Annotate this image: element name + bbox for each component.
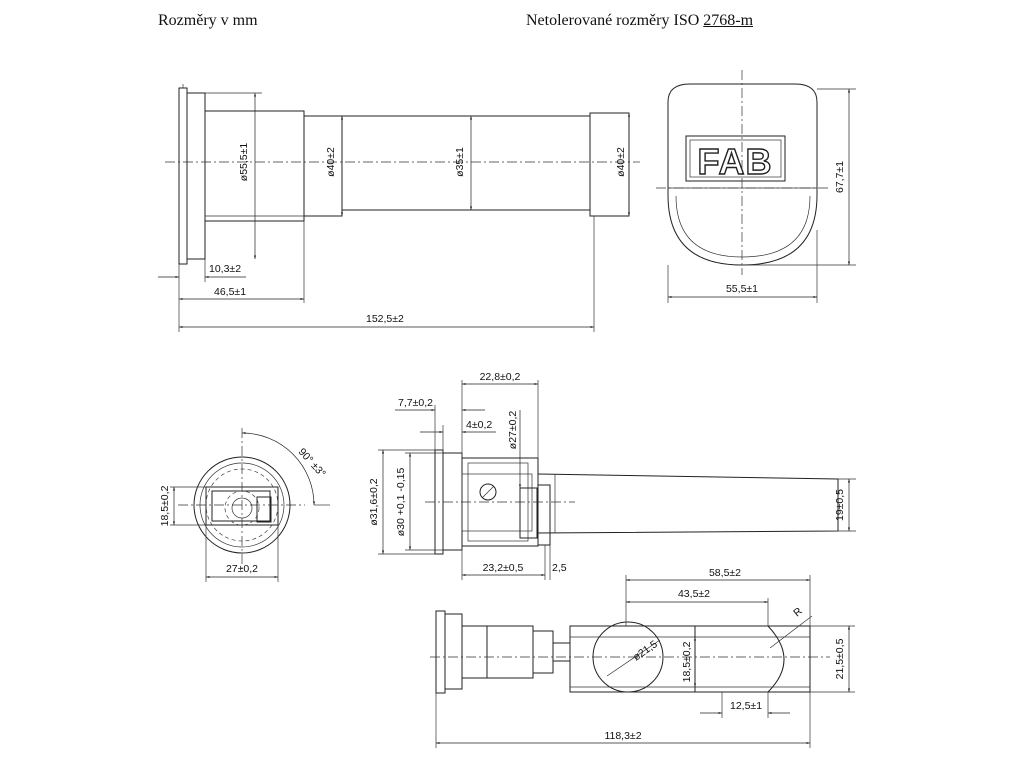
front-outline bbox=[667, 83, 818, 266]
dim-head-len: 46,5±1 bbox=[214, 286, 246, 298]
dim-tip: 12,5±1 bbox=[730, 700, 762, 712]
dim-shank-dia: ø35±1 bbox=[454, 147, 466, 177]
dim-body-dia: ø40±2 bbox=[325, 147, 337, 177]
dim-body-dia: ø30 +0,1 -0,15 bbox=[395, 468, 407, 537]
dim-flange-thk: 10,3±2 bbox=[209, 263, 241, 275]
logo-frame bbox=[685, 135, 786, 182]
dim-flange-len: 7,7±0,2 bbox=[398, 397, 433, 409]
dim-front-width: 55,5±1 bbox=[726, 283, 758, 295]
head-body bbox=[204, 110, 305, 222]
dim-slot-len: 43,5±2 bbox=[678, 588, 710, 600]
dim-step: 4±0,2 bbox=[466, 419, 492, 431]
dim-cam-top-len: 58,5±2 bbox=[709, 567, 741, 579]
dim-plug-len: 22,8±0,2 bbox=[480, 371, 521, 383]
units-note: Rozměry v mm bbox=[158, 12, 258, 29]
flange-ring bbox=[186, 92, 206, 260]
dim-gap: 2,5 bbox=[552, 562, 567, 574]
dim-cam-len: 23,2±0,5 bbox=[483, 562, 524, 574]
tolerance-standard: 2768-m bbox=[703, 12, 754, 29]
dim-radius: R bbox=[791, 605, 805, 619]
dim-outer-dia: ø31,6±0,2 bbox=[368, 478, 380, 525]
dim-end-dia: ø40±2 bbox=[615, 147, 627, 177]
dim-cam-w: 21,5±0,5 bbox=[834, 638, 846, 679]
dim-hole-dia: ø21,5 bbox=[631, 638, 660, 663]
cam-arm bbox=[537, 473, 839, 534]
side-view: ø55,5±1 ø40±2 ø35±1 ø40±2 10,3±2 46,5±1 … bbox=[158, 84, 640, 332]
dim-flange-dia: ø55,5±1 bbox=[238, 143, 250, 182]
cam-top-view: 58,5±2 43,5±2 R ø21,5 18,5±0,2 21,5±0,5 … bbox=[430, 567, 855, 748]
dim-total-len: 152,5±2 bbox=[366, 313, 404, 325]
cam-side-view: 22,8±0,2 7,7±0,2 4±0,2 ø27±0,2 ø31,6±0,2… bbox=[368, 371, 856, 580]
end-view: 90° ±3° 18,5±0,2 27±0,2 bbox=[159, 428, 330, 582]
dim-slot-h: 18,5±0,2 bbox=[159, 485, 171, 526]
cam-top-flange bbox=[435, 610, 446, 694]
dim-front-height: 67,7±1 bbox=[834, 161, 846, 193]
dim-total: 118,3±2 bbox=[604, 730, 641, 742]
front-view: FAB 67,7±1 55,5±1 bbox=[656, 70, 856, 303]
dim-pin-dia: ø27±0,2 bbox=[507, 411, 519, 450]
tolerance-note-prefix: Netolerované rozměry ISO bbox=[526, 12, 704, 29]
dim-cam-h: 19±0,5 bbox=[834, 489, 846, 521]
tolerance-note: Netolerované rozměry ISO 2768-m bbox=[526, 12, 753, 30]
dim-end-width: 27±0,2 bbox=[226, 563, 258, 575]
dim-slot-w: 18,5±0,2 bbox=[681, 641, 693, 682]
flange bbox=[178, 87, 188, 265]
logo-text: FAB bbox=[698, 141, 773, 182]
